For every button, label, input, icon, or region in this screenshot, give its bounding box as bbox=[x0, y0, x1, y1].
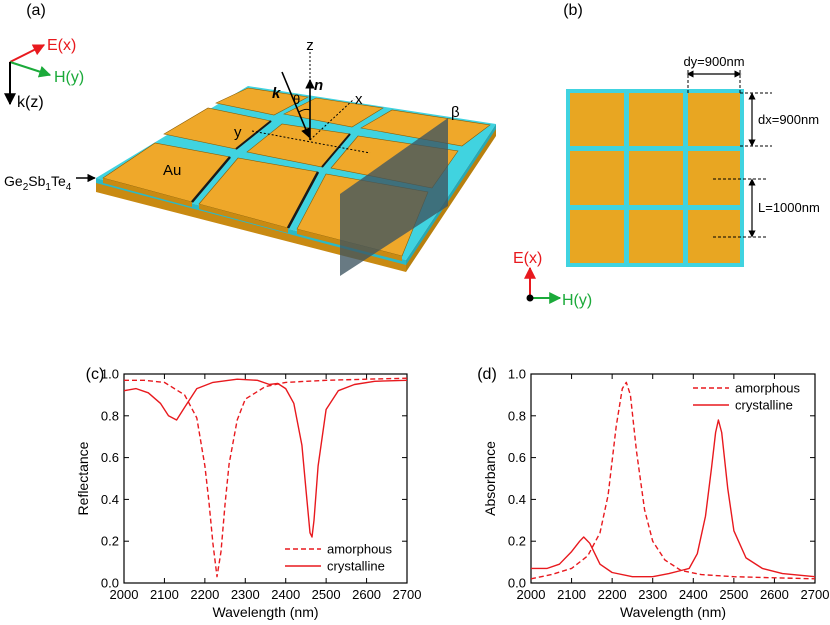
y-tick-label: 0.8 bbox=[508, 408, 526, 423]
au-patch-shadow bbox=[321, 133, 351, 168]
y-tick-label: 0.2 bbox=[101, 534, 119, 549]
panel-c: (c) 2000 2100 2200 2300 2400 2500 2600 2700 0.0 0… bbox=[75, 366, 421, 620]
x-tick-label: 2500 bbox=[312, 587, 341, 602]
legend-label: crystalline bbox=[327, 559, 385, 574]
legend-label: amorphous bbox=[327, 542, 393, 557]
plot-frame bbox=[123, 373, 408, 584]
au-square bbox=[570, 151, 624, 205]
au-label: Au bbox=[163, 162, 181, 179]
panel-b: (b) dy=900nm dx=900nm L=1000nm bbox=[513, 2, 820, 309]
au-patch-shadow bbox=[235, 120, 272, 150]
y-tick-label: 1.0 bbox=[101, 367, 119, 382]
y-axis-dotted bbox=[251, 130, 371, 154]
reflectance-chart: 2000 2100 2200 2300 2400 2500 2600 2700 0.0 0.2 0.… bbox=[75, 367, 421, 621]
x-tick-label: 2300 bbox=[638, 587, 667, 602]
h-field-label: H(y) bbox=[54, 69, 84, 86]
y-axis-title: Reflectance bbox=[75, 441, 91, 515]
wave-vector bbox=[281, 71, 311, 138]
x-tick-label: 2400 bbox=[271, 587, 300, 602]
legend-label: amorphous bbox=[735, 381, 801, 396]
y-tick-label: 1.0 bbox=[508, 367, 526, 382]
x-axis-title: Wavelength (nm) bbox=[620, 604, 726, 620]
x-axis-title: Wavelength (nm) bbox=[212, 604, 318, 620]
x-tick-label: 2700 bbox=[801, 587, 830, 602]
panel-b-label: (b) bbox=[563, 2, 583, 19]
au-square bbox=[629, 151, 683, 205]
gst-label: Ge2Sb1Te4 bbox=[4, 173, 72, 193]
plot-frame bbox=[530, 373, 816, 584]
y-tick-label: 0.6 bbox=[508, 450, 526, 465]
absorbance-chart: 2000 2100 2200 2300 2400 2500 2600 2700 0.0 0.2 0.… bbox=[482, 367, 829, 621]
au-square bbox=[688, 151, 740, 205]
series-line-amorphous bbox=[530, 381, 816, 580]
x-tick-label: 2200 bbox=[598, 587, 627, 602]
au-square bbox=[629, 93, 683, 146]
x-tick-label: 2700 bbox=[393, 587, 422, 602]
dy-label: dy=900nm bbox=[683, 54, 744, 69]
au-patch-edge bbox=[103, 178, 192, 207]
y-axis-title: Absorbance bbox=[482, 441, 498, 516]
y-tick-label: 0.6 bbox=[101, 450, 119, 465]
y-tick-label: 0.2 bbox=[508, 534, 526, 549]
h-field-arrow bbox=[9, 61, 52, 78]
k-vector-label: k bbox=[272, 85, 281, 102]
au-patch-edge bbox=[199, 204, 288, 233]
y-tick-label: 0.4 bbox=[101, 492, 119, 507]
panel-d: (d) 2000 2100 2200 2300 2400 2500 2600 2700 0.0 0… bbox=[477, 366, 829, 620]
e-field-label-b: E(x) bbox=[513, 250, 542, 267]
z-axis-label: z bbox=[306, 37, 314, 54]
x-tick-label: 2000 bbox=[110, 587, 139, 602]
y-tick-label: 0.4 bbox=[508, 492, 526, 507]
au-patch bbox=[215, 87, 309, 116]
series-line-crystalline bbox=[123, 378, 408, 538]
au-patch-shadow bbox=[286, 171, 320, 229]
au-square bbox=[688, 93, 740, 146]
panel-a: (a) E(x) H(y) k(z) bbox=[4, 2, 496, 276]
beta-plane-label: β bbox=[451, 104, 460, 121]
n-vector-label: n bbox=[314, 77, 323, 94]
dx-label: dx=900nm bbox=[758, 112, 819, 127]
au-grid bbox=[570, 93, 740, 263]
x-tick-label: 2600 bbox=[760, 587, 789, 602]
h-field-label-b: H(y) bbox=[562, 292, 592, 309]
au-square bbox=[570, 93, 624, 146]
x-tick-label: 2300 bbox=[231, 587, 260, 602]
series-line-crystalline bbox=[531, 419, 816, 578]
theta-label: θ bbox=[293, 92, 300, 107]
panel-a-label: (a) bbox=[26, 2, 46, 19]
x-tick-label: 2200 bbox=[190, 587, 219, 602]
x-tick-label: 2000 bbox=[517, 587, 546, 602]
x-tick-label: 2100 bbox=[150, 587, 179, 602]
metasurface-3d: z x y k n θ β Au bbox=[96, 37, 496, 276]
x-tick-label: 2500 bbox=[719, 587, 748, 602]
series-line-amorphous bbox=[124, 377, 408, 578]
field-axes-indicator: E(x) H(y) k(z) bbox=[4, 37, 84, 111]
e-field-arrow bbox=[9, 44, 46, 63]
au-square bbox=[570, 210, 624, 263]
legend-label: crystalline bbox=[735, 398, 793, 413]
slab-front-side bbox=[96, 182, 406, 272]
theta-arc bbox=[298, 108, 311, 113]
panel-d-label: (d) bbox=[477, 366, 497, 383]
panel-c-label: (c) bbox=[86, 366, 105, 383]
k-direction-label: k(z) bbox=[17, 94, 44, 111]
x-tick-label: 2600 bbox=[352, 587, 381, 602]
incidence-plane-beta bbox=[340, 118, 448, 276]
au-patch-shadow bbox=[191, 156, 231, 203]
e-field-label: E(x) bbox=[47, 37, 76, 54]
x-tick-label: 2100 bbox=[557, 587, 586, 602]
l-label: L=1000nm bbox=[758, 200, 820, 215]
y-tick-label: 0.8 bbox=[101, 408, 119, 423]
y-axis-label: y bbox=[234, 124, 242, 141]
x-axis-label: x bbox=[355, 91, 363, 108]
y-tick-label: 0.0 bbox=[101, 576, 119, 591]
y-tick-label: 0.0 bbox=[508, 576, 526, 591]
k-out-of-plane-dot bbox=[526, 294, 534, 302]
au-square bbox=[629, 210, 683, 263]
gst-layer-right bbox=[406, 124, 496, 265]
x-tick-label: 2400 bbox=[679, 587, 708, 602]
